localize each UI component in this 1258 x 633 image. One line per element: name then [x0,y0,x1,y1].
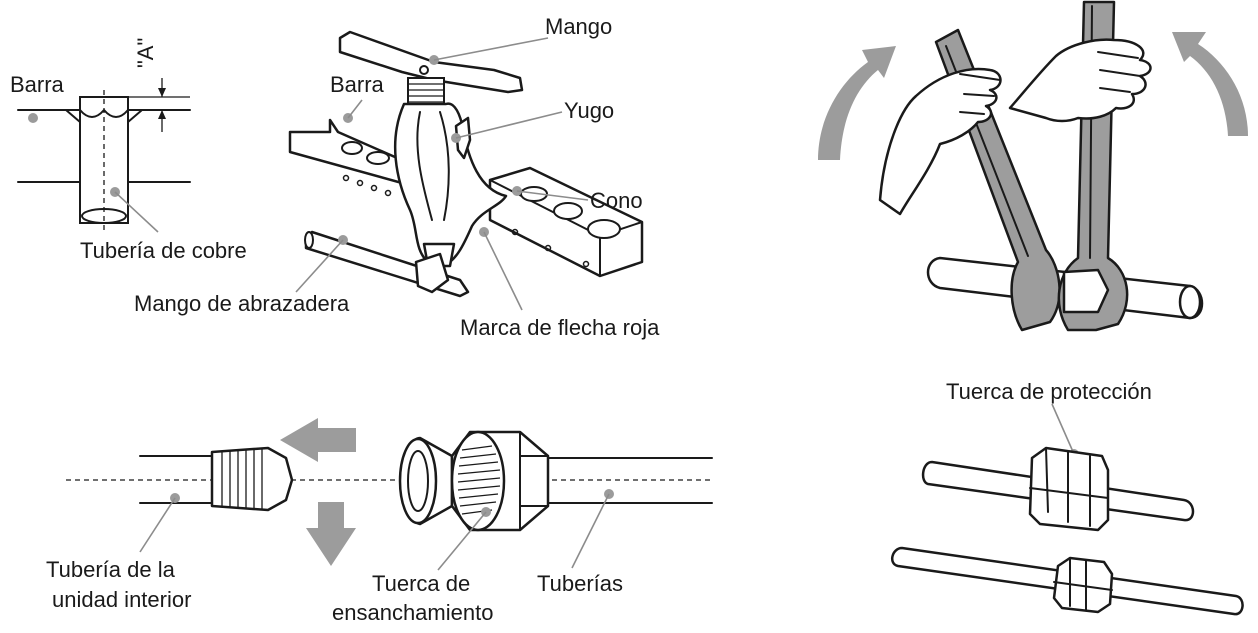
leader-line-tuberia-unidad [139,497,176,553]
flare-nut-facets [519,431,549,531]
protection-cap-segments [1029,447,1109,527]
flare-nut-threads [457,445,501,515]
bar-front-hole-3 [587,219,621,239]
hand-right-fingers [1097,51,1141,93]
arrow-left [280,418,356,462]
label-tuerca-ensanch-2: ensanchamiento [332,600,493,625]
protection-nut-detail: Tuerca de protección [890,379,1244,616]
label-cono: Cono [590,188,643,213]
label-tuberia-unidad-1: Tubería de la [46,557,176,582]
leader-line-cono [516,190,589,201]
dim-arrow-down [158,88,166,97]
leader-line-yugo [455,111,563,139]
bar-pin-1 [342,174,350,182]
leader-dot-barra-left [28,113,38,123]
yoke-inner-lines [416,111,450,221]
bar-front-hole-2 [553,202,583,220]
flaring-tool: Mango Barra Yugo Cono Mango de abrazader… [134,14,660,340]
leader-line-tuberias [571,493,610,569]
bar-bevel [65,109,143,123]
bar-pin-4 [384,189,392,197]
hand-left [878,67,1002,216]
label-mango-abrazadera: Mango de abrazadera [134,291,350,316]
indoor-pipe-flare-end [210,446,294,512]
label-marca-flecha: Marca de flecha roja [460,315,660,340]
leader-line-barra-tool [347,99,363,119]
leader-line-tuberia-cobre [114,191,159,233]
bar-hole-2 [366,151,390,165]
bar-pin-2 [356,179,364,187]
bar-front-pin-3 [582,260,590,268]
bar-hole-1 [341,141,363,155]
clamp-rod-end [304,231,314,249]
label-barra-left: Barra [10,72,65,97]
flare-cup-rim [398,437,438,525]
t-handle-hole [419,65,429,75]
pipe-in-bar-detail: "A" Barra Tubería de cobre [10,38,247,263]
flare-cup-inner [407,450,429,512]
rotation-arrow-left [818,46,896,160]
indoor-pipe-threads [221,449,263,509]
hand-right [1008,38,1152,123]
leader-line-tuerca-ensanch [437,511,487,571]
wrench-nut [1062,268,1110,314]
flare-nut-face [450,430,506,532]
wrench-pipe-end [1178,284,1202,320]
label-tuberias: Tuberías [537,571,623,596]
label-mango: Mango [545,14,612,39]
label-barra-tool: Barra [330,72,385,97]
screw-thread [407,77,445,107]
leader-line-mango [433,37,549,61]
label-tuberia-cobre: Tubería de cobre [80,238,247,263]
flare-nut-assembly: Tubería de la unidad interior Tuerca de … [46,418,713,625]
label-dimension-a: "A" [133,38,158,68]
label-yugo: Yugo [564,98,614,123]
arrow-down [306,502,356,566]
protection-nut-segments [1053,557,1113,611]
bar-pin-3 [370,184,378,192]
hand-left-fingers [959,73,1001,115]
leader-line-marca-flecha [483,231,523,311]
label-tuerca-proteccion: Tuerca de protección [946,379,1152,404]
yoke-wing-nut [454,116,472,160]
screw-thread-lines [408,83,444,103]
bar-front-block [488,166,644,278]
bar-front-pin-1 [511,228,519,236]
clamp-screw-head [414,252,450,294]
rotation-arrow-right [1172,32,1248,136]
label-tuerca-ensanch-1: Tuerca de [372,571,470,596]
label-tuberia-unidad-2: unidad interior [52,587,191,612]
wrench-tightening [818,0,1248,332]
dim-arrow-up [158,110,166,119]
leader-line-mango-abrazadera [295,239,344,293]
leader-line-tuerca-proteccion [1051,403,1075,455]
bar-front-pin-2 [544,244,552,252]
